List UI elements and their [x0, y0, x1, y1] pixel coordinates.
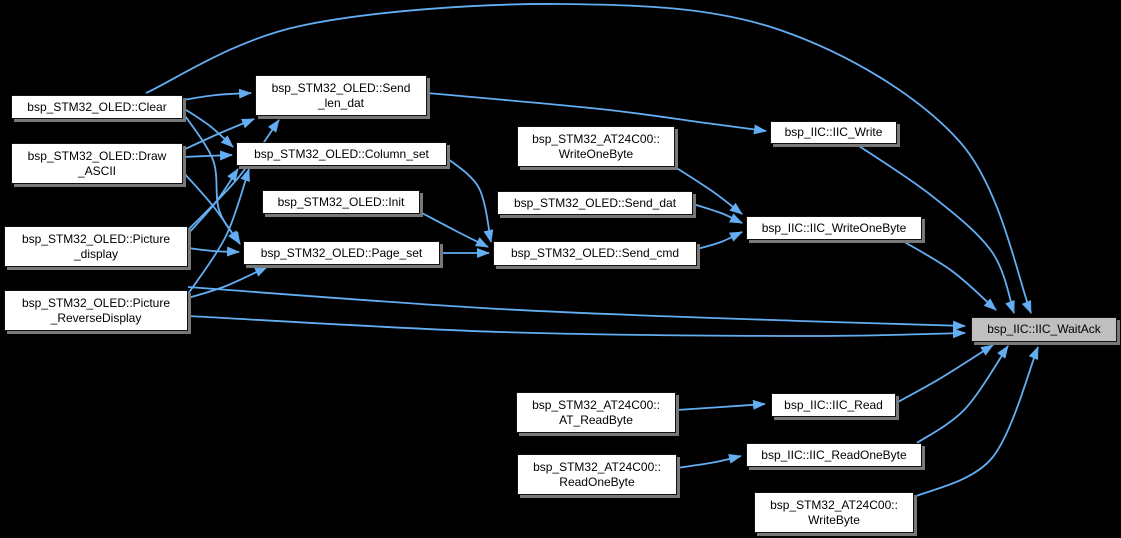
node-send-dat[interactable]: bsp_STM32_OLED::Send_dat: [497, 191, 693, 215]
node-at24c00-at-read-byte[interactable]: bsp_STM32_AT24C00:: AT_ReadByte: [516, 392, 676, 433]
edge-at24c00-read-one-byte-to-iic-read-one-byte: [676, 453, 742, 469]
node-init[interactable]: bsp_STM32_OLED::Init: [262, 190, 420, 214]
node-at24c00-read-one-byte[interactable]: bsp_STM32_AT24C00:: ReadOneByte: [517, 454, 677, 495]
edge-iic-write-one-byte-to-iic-wait-ack: [900, 239, 997, 311]
node-iic-write[interactable]: bsp_IIC::IIC_Write: [770, 121, 897, 144]
node-send-cmd[interactable]: bsp_STM32_OLED::Send_cmd: [493, 241, 697, 266]
node-page-set[interactable]: bsp_STM32_OLED::Page_set: [243, 241, 440, 265]
edge-column-set-to-send-cmd: [446, 157, 494, 243]
edge-at24c00-write-one-byte-to-iic-write-one-byte: [671, 164, 743, 215]
edge-send-len-dat-to-iic-write: [426, 92, 767, 135]
edge-picture-reverse-display-to-column-set: [187, 168, 250, 295]
edge-draw-ascii-to-column-set: [182, 150, 233, 161]
node-at24c00-write-byte[interactable]: bsp_STM32_AT24C00:: WriteByte: [754, 492, 914, 533]
node-send-len-dat[interactable]: bsp_STM32_OLED::Send _len_dat: [255, 75, 427, 116]
node-draw-ascii[interactable]: bsp_STM32_OLED::Draw _ASCII: [11, 143, 183, 184]
edge-send-dat-to-iic-write-one-byte: [692, 203, 743, 224]
edge-picture-reverse-display-to-iic-wait-ack: [187, 315, 966, 339]
edge-picture-display-to-column-set: [187, 168, 239, 235]
edge-picture-display-to-iic-wait-ack: [187, 286, 966, 331]
node-picture-reverse-display[interactable]: bsp_STM32_OLED::Picture _ReverseDisplay: [4, 290, 188, 331]
edge-iic-write-to-iic-wait-ack: [855, 143, 1015, 314]
edge-init-to-send-cmd: [419, 211, 489, 248]
edge-send-cmd-to-iic-write-one-byte: [696, 231, 743, 250]
edge-iic-read-to-iic-wait-ack: [895, 344, 994, 404]
node-iic-read[interactable]: bsp_IIC::IIC_Read: [771, 393, 896, 417]
edge-at24c00-at-read-byte-to-iic-read: [676, 399, 766, 411]
node-column-set[interactable]: bsp_STM32_OLED::Column_set: [236, 142, 447, 166]
node-iic-read-one-byte[interactable]: bsp_IIC::IIC_ReadOneByte: [746, 443, 922, 467]
edge-picture-display-to-page-set: [187, 246, 240, 257]
node-picture-display[interactable]: bsp_STM32_OLED::Picture _display: [4, 226, 188, 267]
node-iic-write-one-byte[interactable]: bsp_IIC::IIC_WriteOneByte: [746, 216, 922, 240]
edge-at24c00-write-byte-to-iic-wait-ack: [913, 346, 1039, 498]
edge-clear-to-iic-wait-ack: [145, 3, 1032, 314]
edge-clear-to-send-len-dat: [182, 88, 252, 101]
node-at24c00-write-one-byte[interactable]: bsp_STM32_AT24C00:: WriteOneByte: [517, 126, 675, 167]
edge-draw-ascii-to-send-len-dat: [182, 118, 255, 151]
node-iic-wait-ack[interactable]: bsp_IIC::IIC_WaitAck: [971, 317, 1117, 342]
edge-picture-reverse-display-to-page-set: [187, 266, 268, 299]
edge-clear-to-column-set: [182, 107, 234, 148]
edge-iic-read-one-byte-to-iic-wait-ack: [916, 345, 1009, 444]
node-clear[interactable]: bsp_STM32_OLED::Clear: [11, 95, 183, 119]
